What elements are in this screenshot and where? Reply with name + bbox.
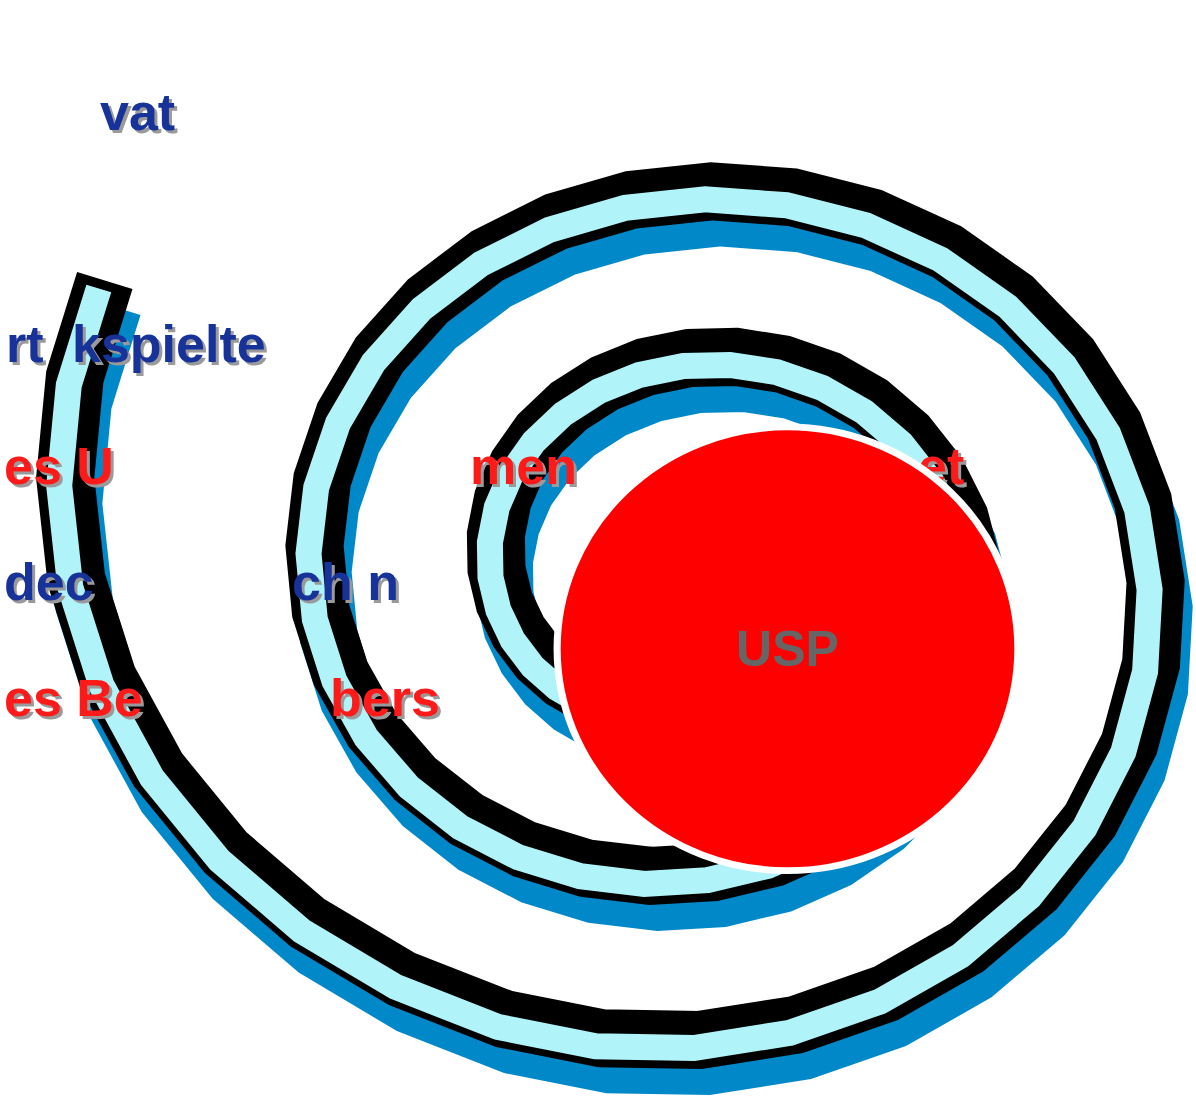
slide-text-fragment: men [470,440,577,492]
slide-text-fragment: es U [4,440,114,492]
slide-text-fragment: kspielte [72,318,266,370]
slide-text-fragment: es Be [4,672,143,724]
node-label: USP [736,620,839,678]
usp-circle: USP [550,420,1025,878]
slide-text-fragment: dec [4,556,94,608]
slide-text-fragment: ch n [292,556,399,608]
slide-text-fragment: rt [6,318,44,370]
spiral-band [59,191,1163,1066]
slide-text-fragment: bers [330,672,440,724]
slide-text-fragment: vat [100,86,175,138]
spiral-stroke [59,199,1149,1048]
